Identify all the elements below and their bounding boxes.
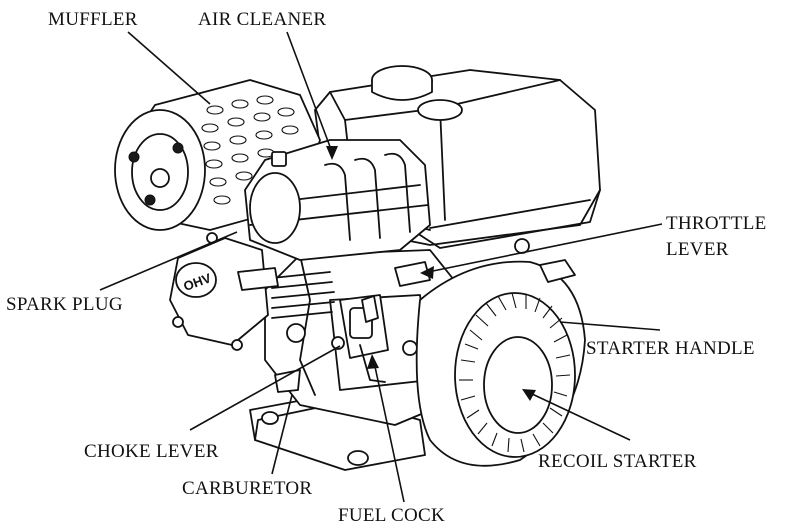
label-throttle-line2: LEVER	[666, 239, 729, 260]
label-recoil-starter: RECOIL STARTER	[538, 451, 697, 472]
engine-drawing: OHV	[114, 65, 601, 471]
carburetor-leader	[271, 394, 293, 475]
choke-leader	[189, 345, 341, 431]
carburetor-body	[339, 294, 389, 383]
choke-lever-body	[274, 369, 301, 393]
cylinder-fins	[271, 271, 335, 319]
muffler-leader	[127, 31, 211, 105]
recoil-starter-leader	[529, 392, 631, 441]
label-choke-lever: CHOKE LEVER	[84, 441, 219, 462]
throttle-leader	[427, 223, 663, 273]
spark-plug-leader	[99, 231, 238, 291]
air-cleaner-body	[244, 139, 431, 261]
label-muffler: MUFFLER	[48, 9, 138, 30]
label-fuel-cock: FUEL COCK	[338, 505, 446, 526]
leader-lines	[99, 31, 663, 503]
air-cleaner-leader	[286, 31, 333, 153]
starter-handle-leader	[559, 321, 661, 331]
fuel-cock-leader	[373, 361, 405, 503]
head-cover: OHV	[169, 232, 279, 351]
label-starter-handle: STARTER HANDLE	[586, 338, 755, 359]
recoil-starter-body	[415, 259, 586, 467]
label-air-cleaner: AIR CLEANER	[198, 9, 327, 30]
throttle-lever-body	[394, 238, 530, 287]
label-throttle-line1: THROTTLE	[666, 213, 767, 234]
label-carburetor: CARBURETOR	[182, 478, 313, 499]
label-spark-plug: SPARK PLUG	[6, 294, 123, 315]
